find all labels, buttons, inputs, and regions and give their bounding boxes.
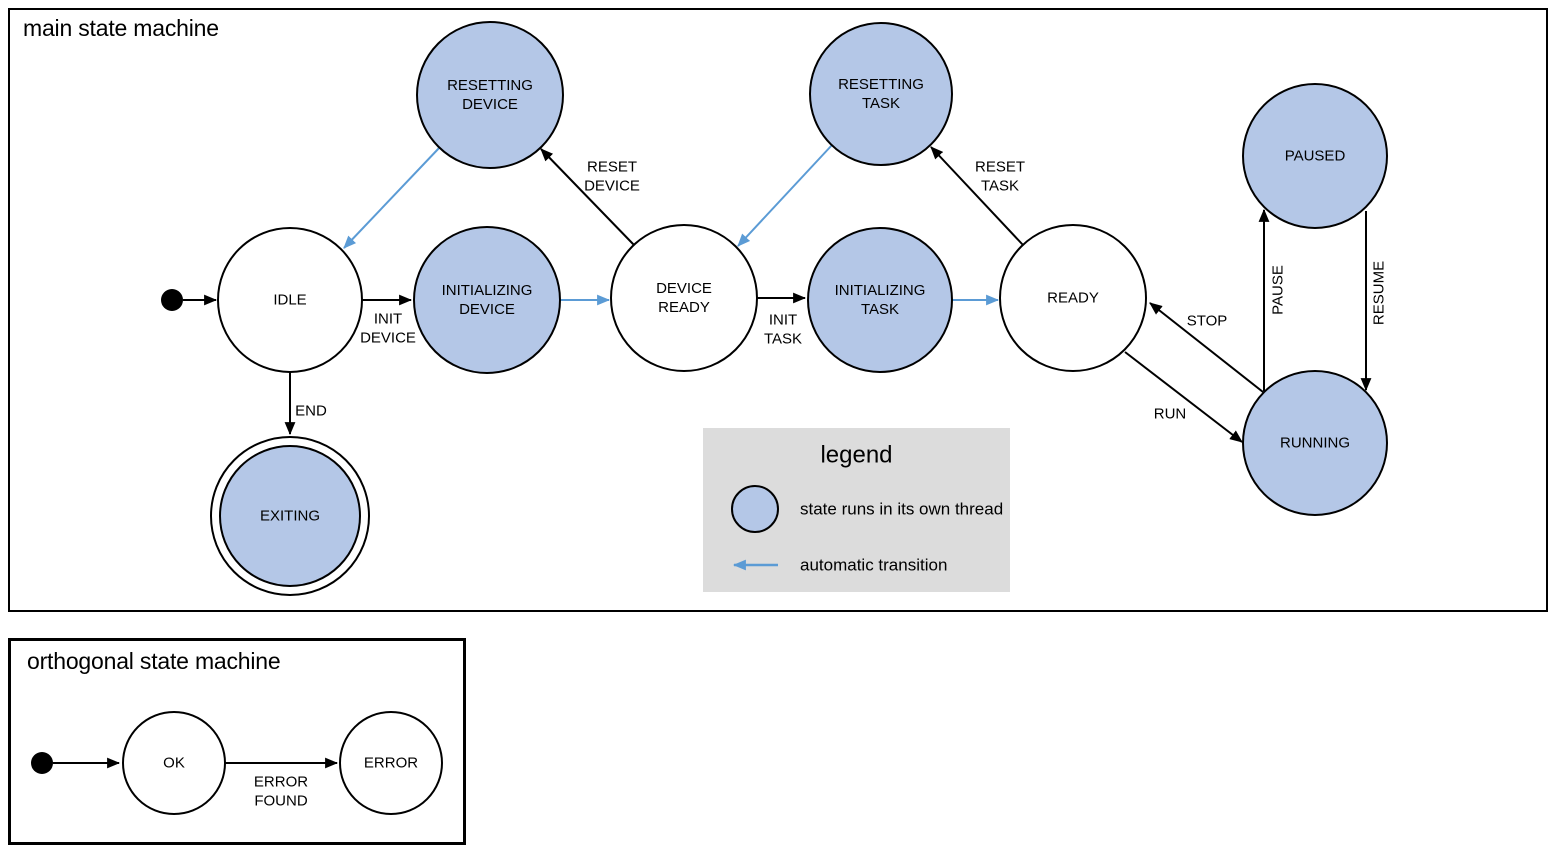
state-error-label: ERROR [364, 755, 418, 772]
transition-device-ready-to-resetting-device-label: RESET [587, 159, 637, 176]
legend-title: legend [820, 442, 892, 469]
transition-paused-to-running-label: RESUME [1371, 261, 1388, 325]
legend-thread-state-text: state runs in its own thread [800, 500, 1003, 519]
transition-ready-to-resetting-task [930, 146, 1024, 246]
transition-device-ready-to-initializing-task-label: TASK [764, 331, 802, 348]
state-initializing-task-label: INITIALIZING [835, 282, 926, 299]
transition-idle-to-initializing-device-label: INIT [374, 311, 402, 328]
state-resetting-task-label: RESETTING [838, 76, 924, 93]
transition-running-to-ready [1149, 302, 1264, 393]
state-exiting-label: EXITING [260, 508, 320, 525]
transition-idle-to-initializing-device-label: DEVICE [360, 330, 416, 347]
transition-ready-to-running-label: RUN [1154, 406, 1187, 423]
transition-ok-to-error-label: FOUND [254, 793, 307, 810]
state-ready-label: READY [1047, 290, 1099, 307]
state-initializing-device-label: INITIALIZING [442, 282, 533, 299]
state-initializing-task [807, 227, 953, 373]
main-state-machine-title: main state machine [23, 15, 219, 41]
state-device-ready [610, 224, 758, 372]
state-device-ready-label: DEVICE [656, 280, 712, 297]
state-running-label: RUNNING [1280, 435, 1350, 452]
transition-running-to-ready-label: STOP [1187, 313, 1228, 330]
orthogonal-state-machine-diagram: ERROR FOUND OK ERROR [31, 711, 443, 815]
transition-device-ready-to-resetting-device-label: DEVICE [584, 178, 640, 195]
transition-ready-to-resetting-task-label: RESET [975, 159, 1025, 176]
transition-device-ready-to-resetting-device [540, 148, 635, 246]
initial-state-dot [161, 289, 183, 311]
state-idle-label: IDLE [273, 292, 306, 309]
main-state-machine-panel: INIT DEVICE RESET DEVICE INIT TASK RESET TASK RU… [8, 8, 1548, 612]
transition-device-ready-to-initializing-task-label: INIT [769, 312, 797, 329]
state-ready [999, 224, 1147, 372]
state-resetting-device-label: DEVICE [462, 96, 518, 113]
state-initializing-task-label: TASK [861, 301, 899, 318]
transition-running-to-paused-label: PAUSE [1270, 265, 1287, 315]
transition-ok-to-error-label: ERROR [254, 774, 308, 791]
transition-resetting-device-to-idle [343, 146, 441, 249]
state-resetting-task-label: TASK [862, 95, 900, 112]
state-initializing-device-label: DEVICE [459, 301, 515, 318]
transition-ready-to-running [1124, 351, 1243, 443]
orthogonal-state-machine-panel: ERROR FOUND OK ERROR orthogonal state machi… [8, 638, 466, 845]
legend-auto-transition-text: automatic transition [800, 556, 947, 575]
state-error [339, 711, 443, 815]
state-paused-label: PAUSED [1285, 148, 1346, 165]
initial-state-dot [31, 752, 53, 774]
transition-idle-to-exiting-label: END [295, 403, 327, 420]
legend-thread-state-swatch [731, 485, 779, 533]
state-device-ready-label: READY [658, 299, 710, 316]
state-paused [1242, 83, 1388, 229]
orthogonal-state-machine-title: orthogonal state machine [27, 648, 281, 674]
state-idle [217, 227, 363, 373]
main-state-machine-diagram: INIT DEVICE RESET DEVICE INIT TASK RESET TASK RU… [161, 21, 1388, 596]
state-resetting-task [809, 22, 953, 166]
transition-ready-to-resetting-task-label: TASK [981, 178, 1019, 195]
state-running [1242, 370, 1388, 516]
state-resetting-device [416, 21, 564, 169]
state-ok-label: OK [163, 755, 185, 772]
state-exiting [219, 445, 361, 587]
state-initializing-device [413, 226, 561, 374]
state-resetting-device-label: RESETTING [447, 77, 533, 94]
state-ok [122, 711, 226, 815]
transition-resetting-task-to-device-ready [737, 144, 833, 247]
